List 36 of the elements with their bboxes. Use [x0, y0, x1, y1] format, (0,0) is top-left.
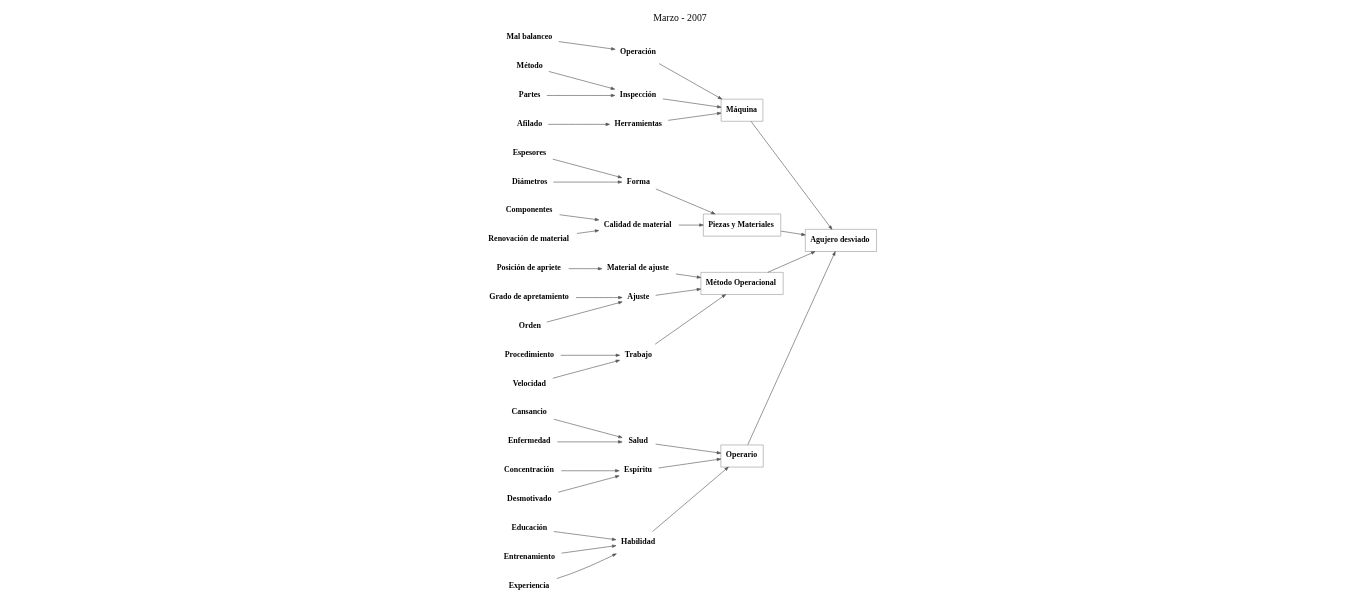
arrow — [547, 71, 615, 90]
arrow — [654, 294, 726, 345]
diagram-title: Marzo - 2007 — [652, 12, 707, 24]
arrow — [746, 251, 836, 446]
arrow — [576, 229, 599, 234]
arrow — [546, 301, 622, 323]
arrow — [551, 359, 620, 379]
arrow — [780, 230, 806, 236]
arrow — [555, 553, 617, 579]
arrow — [552, 180, 622, 184]
arrow — [557, 41, 615, 51]
arrow — [546, 93, 615, 98]
arrow — [667, 111, 721, 121]
arrow — [567, 267, 602, 271]
arrow — [675, 273, 701, 279]
arrow — [662, 98, 721, 109]
arrow — [547, 122, 610, 126]
arrow — [560, 469, 619, 473]
arrow — [575, 295, 622, 300]
arrow — [560, 544, 616, 554]
arrow — [553, 531, 616, 541]
arrow — [658, 63, 722, 100]
arrow — [655, 188, 715, 215]
arrow — [657, 457, 721, 469]
arrow — [767, 251, 815, 273]
arrow — [558, 214, 599, 221]
arrow — [559, 353, 620, 357]
arrow — [654, 288, 701, 296]
arrow — [553, 418, 622, 439]
arrow — [654, 443, 721, 455]
arrow — [551, 158, 622, 179]
arrow — [556, 440, 622, 444]
arrow — [557, 475, 619, 493]
arrow — [678, 223, 704, 227]
arrow — [750, 121, 832, 230]
arrow — [651, 466, 729, 532]
